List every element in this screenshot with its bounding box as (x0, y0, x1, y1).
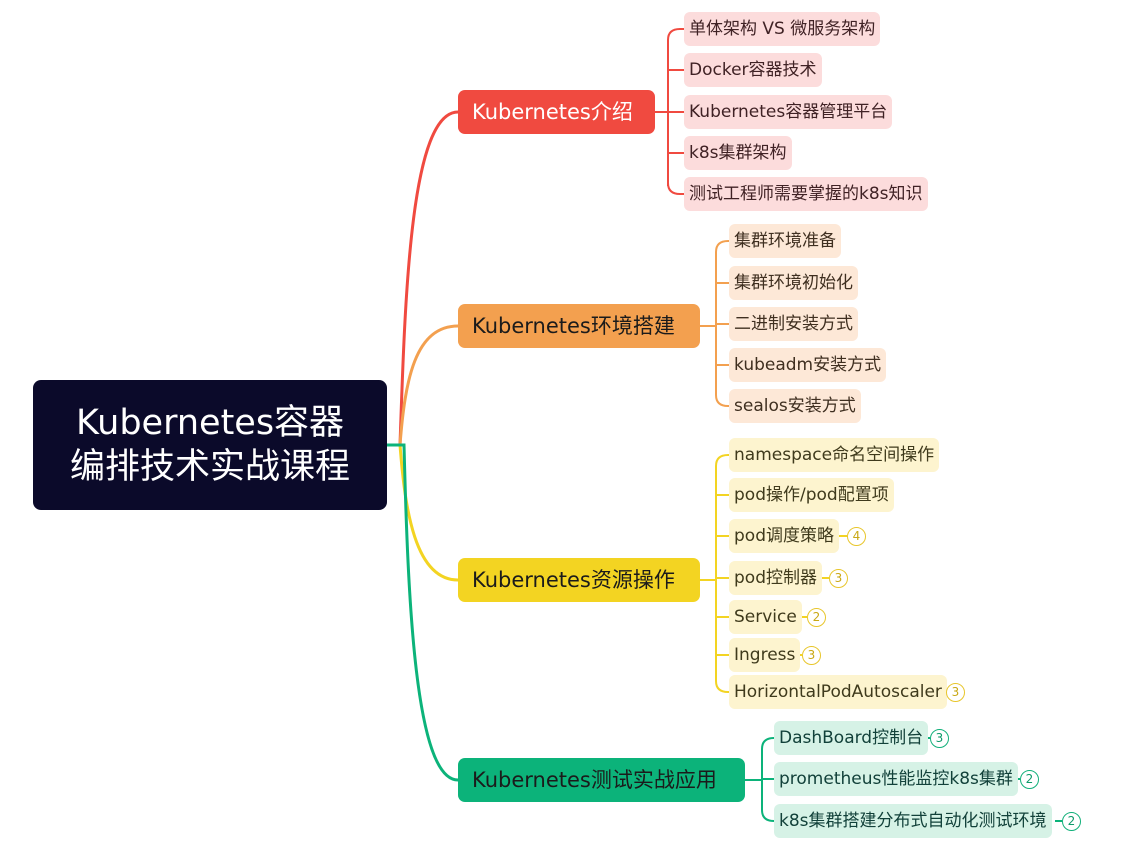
collapsed-count-badge[interactable]: 2 (1020, 770, 1039, 789)
collapsed-count-badge[interactable]: 2 (1062, 812, 1081, 831)
root-title-line1: Kubernetes容器 (75, 403, 345, 443)
leaf-cluster-init[interactable]: 集群环境初始化 (729, 266, 858, 300)
leaf-ingress[interactable]: Ingress (729, 638, 801, 672)
leaf-kubeadm-install[interactable]: kubeadm安装方式 (729, 348, 887, 382)
links-testing (745, 737, 1062, 822)
leaf-dashboard[interactable]: DashBoard控制台 (774, 721, 929, 755)
collapsed-count-badge[interactable]: 3 (930, 729, 949, 748)
leaf-monolith-vs-microservices[interactable]: 单体架构 VS 微服务架构 (684, 12, 881, 46)
link-root-intro (398, 110, 459, 446)
link-root-resources (398, 444, 459, 582)
leaf-pod-controller[interactable]: pod控制器 (729, 561, 822, 595)
collapsed-count-badge[interactable]: 3 (946, 683, 965, 702)
collapsed-count-badge[interactable]: 4 (847, 527, 866, 546)
leaf-hpa[interactable]: HorizontalPodAutoscaler (729, 675, 947, 709)
leaf-namespace[interactable]: namespace命名空间操作 (729, 438, 940, 472)
branch-kubernetes-resources[interactable]: Kubernetes资源操作 (458, 558, 700, 602)
links-setup (700, 240, 731, 407)
leaf-tester-k8s-knowledge[interactable]: 测试工程师需要掌握的k8s知识 (684, 177, 928, 211)
branch-kubernetes-testing[interactable]: Kubernetes测试实战应用 (458, 758, 745, 802)
leaf-sealos-install[interactable]: sealos安装方式 (729, 389, 861, 423)
leaf-pod-scheduling[interactable]: pod调度策略 (729, 519, 839, 553)
leaf-prometheus[interactable]: prometheus性能监控k8s集群 (774, 762, 1018, 796)
leaf-pod-operations[interactable]: pod操作/pod配置项 (729, 478, 894, 512)
branch-kubernetes-intro[interactable]: Kubernetes介绍 (458, 90, 655, 134)
collapsed-count-badge[interactable]: 3 (829, 569, 848, 588)
leaf-cluster-prep[interactable]: 集群环境准备 (729, 224, 841, 258)
link-root-setup (398, 324, 459, 446)
collapsed-count-badge[interactable]: 2 (807, 608, 826, 627)
leaf-distributed-test-env[interactable]: k8s集群搭建分布式自动化测试环境 (774, 804, 1052, 838)
root-topic[interactable]: Kubernetes容器 编排技术实战课程 (33, 380, 387, 510)
leaf-service[interactable]: Service (729, 600, 802, 634)
branch-kubernetes-setup[interactable]: Kubernetes环境搭建 (458, 304, 700, 348)
collapsed-count-badge[interactable]: 3 (802, 646, 821, 665)
leaf-binary-install[interactable]: 二进制安装方式 (729, 307, 858, 341)
link-root-testing (387, 443, 459, 782)
leaf-docker[interactable]: Docker容器技术 (684, 53, 822, 87)
leaf-k8s-cluster-architecture[interactable]: k8s集群架构 (684, 136, 792, 170)
links-intro (655, 28, 686, 195)
leaf-k8s-platform[interactable]: Kubernetes容器管理平台 (684, 95, 893, 129)
root-title-line2: 编排技术实战课程 (69, 447, 350, 487)
